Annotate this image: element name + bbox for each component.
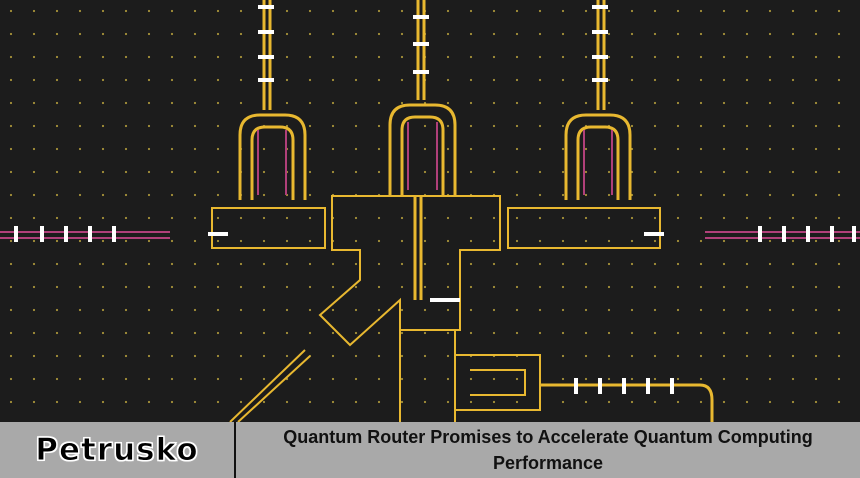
caption-bar: Petrusko Quantum Router Promises to Acce… <box>0 422 860 478</box>
headline: Quantum Router Promises to Accelerate Qu… <box>283 427 813 473</box>
quantum-router-chip-image <box>0 0 860 422</box>
divider <box>234 422 236 478</box>
brand-logo[interactable]: Petrusko <box>35 432 199 469</box>
